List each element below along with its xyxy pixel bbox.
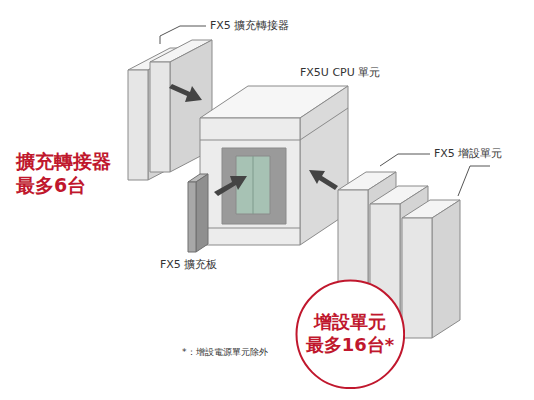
part-name: FX5 擴充轉接器 [210,19,289,32]
callout-text: 擴充轉接器 最多6台 [16,150,120,198]
part-name: FX5 增設單元 [434,147,502,160]
expansion-adapters [128,40,212,180]
part-name: FX5 擴充板 [160,258,217,271]
callout-text: 增設單元 最多16台* [305,311,395,356]
callout-circle: 增設單元 最多16台* [295,279,406,390]
expansion-board [188,174,208,252]
bracket [160,26,206,44]
part-name: FX5U CPU 單元 [300,66,380,79]
circle-outline [296,280,404,388]
bracket [380,154,490,196]
footnote: *：增設電源單元除外 [182,347,268,358]
cpu-unit [200,86,348,245]
assembly-arrows [169,84,338,196]
